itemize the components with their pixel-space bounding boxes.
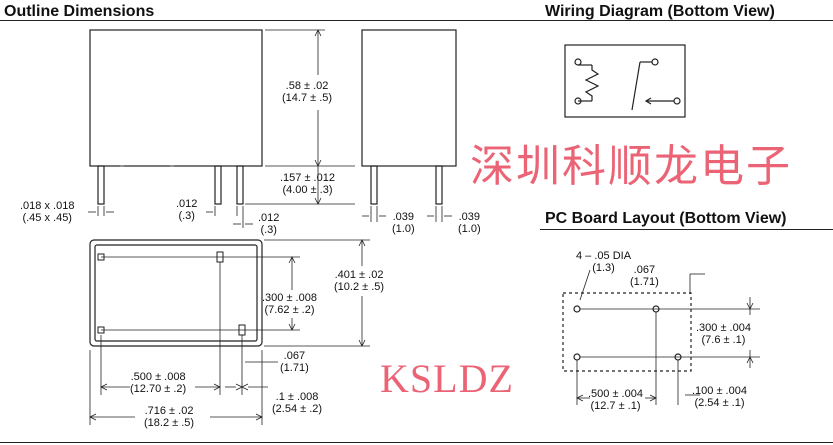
- label-depth: .401 ± .02(10.2 ± .5): [334, 269, 385, 293]
- pc-board-layout-title: PC Board Layout (Bottom View): [545, 210, 787, 227]
- label-pcb-offset: .067(1.71): [630, 264, 659, 288]
- height-dimension: [245, 29, 355, 205]
- pcb-header-rule: [540, 229, 833, 230]
- label-pin-pitch-a: .500 ± .008(12.70 ± .2): [130, 371, 187, 395]
- relay-side-view: [361, 29, 457, 167]
- relay-bottom-view-outer: [89, 239, 263, 347]
- label-overall-width: .716 ± .02(18.2 ± .5): [144, 405, 195, 429]
- pcb-holes: [573, 305, 682, 361]
- bottom-view-pins: [97, 251, 246, 336]
- label-side-pin-b: .039(1.0): [458, 211, 481, 235]
- bottom-rule: [0, 442, 833, 443]
- outline-header-rule: [0, 20, 525, 21]
- label-pcb-row-spacing: .300 ± .004(7.6 ± .1): [696, 322, 751, 346]
- label-side-pin-a: .039(1.0): [392, 211, 415, 235]
- relay-coil-symbol: [574, 58, 600, 105]
- label-height: .58 ± .02(14.7 ± .5): [282, 80, 333, 104]
- label-pcb-holes: 4 – .05 DIA(1.3): [576, 250, 632, 274]
- label-pcb-pitch-a: .500 ± .004(12.7 ± .1): [588, 388, 643, 412]
- label-pin-spacing-a: .012(.3): [176, 198, 198, 222]
- relay-bottom-view-inner: [94, 244, 258, 342]
- watermark-latin: KSLDZ: [380, 356, 514, 401]
- relay-front-view: [89, 29, 263, 167]
- outline-dimensions-title: Outline Dimensions: [4, 3, 155, 20]
- label-row-spacing: .300 ± .008(7.62 ± .2): [262, 292, 317, 316]
- label-pcb-pitch-b: .100 ± .004(2.54 ± .1): [692, 385, 747, 409]
- label-edge-offset: .067(1.71): [280, 350, 309, 374]
- front-view-pins: [97, 165, 244, 205]
- side-view-pins: [370, 165, 443, 205]
- wiring-header-rule: [520, 20, 833, 21]
- label-pin-length: .157 ± .012(4.00 ± .3): [280, 172, 335, 196]
- label-pin-section: .018 x .018(.45 x .45): [20, 200, 75, 224]
- pcb-outline: [562, 292, 692, 372]
- label-pin-pitch-b: .1 ± .008(2.54 ± .2): [272, 391, 323, 415]
- label-pin-spacing-b: .012(.3): [258, 212, 280, 236]
- relay-contact-symbol: [631, 58, 681, 111]
- wiring-diagram-box: [564, 44, 686, 118]
- watermark-chinese: 深圳科顺龙电子: [470, 141, 792, 192]
- wiring-diagram-title: Wiring Diagram (Bottom View): [545, 3, 775, 20]
